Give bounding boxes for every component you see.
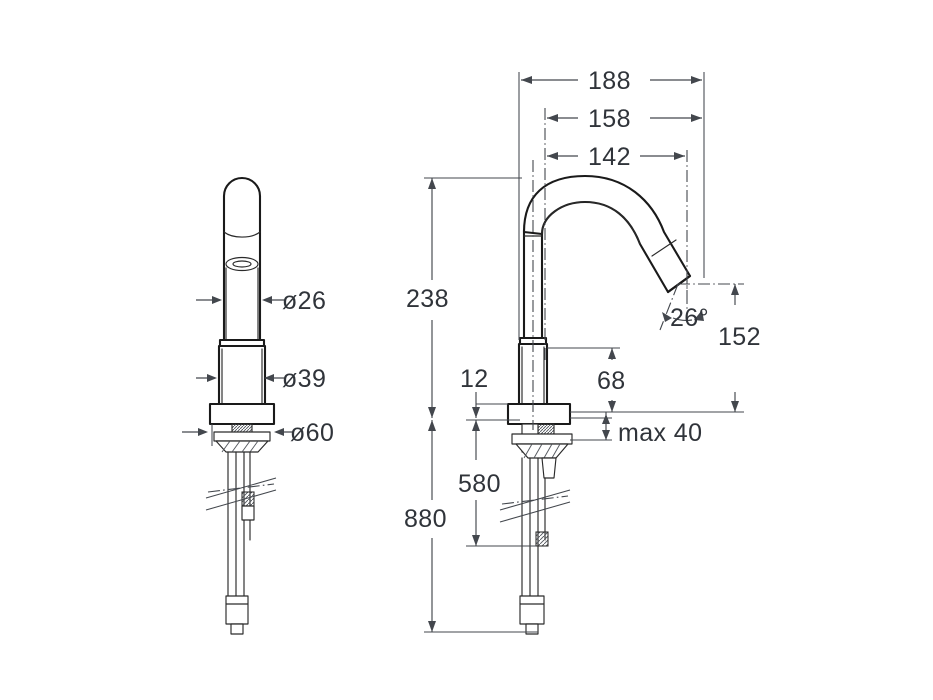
side-hose-connector <box>519 595 545 625</box>
dim-238-arrow-bottom <box>428 407 436 418</box>
front-outlet-ellipse <box>225 256 259 272</box>
front-break-centerline <box>207 483 275 493</box>
front-body-inner-line <box>221 348 263 405</box>
side-break-centerline <box>501 495 569 505</box>
dim-158-label: 158 <box>588 105 631 133</box>
dim-max40-arrow-bottom <box>602 430 610 440</box>
dim-d60-arrow-right <box>274 428 284 436</box>
dim-26deg-arrow-right <box>694 310 704 321</box>
dim-d39-label: ø39 <box>282 365 326 393</box>
dim-d60-label: ø60 <box>290 419 334 447</box>
front-body-column <box>217 344 267 406</box>
dim-158-arrow-right <box>691 114 702 122</box>
front-hose-fitting-cap <box>241 505 255 521</box>
dim-26deg-label: 26° <box>670 304 709 332</box>
front-view-group: ø26 ø39 ø60 <box>182 176 334 635</box>
dim-d26-arrow-left <box>212 296 222 304</box>
side-body-column <box>517 342 549 406</box>
dim-d26-label: ø26 <box>282 287 326 315</box>
horizontal-dimensions-group: 188 158 142 <box>518 67 705 360</box>
front-tube-seam-upper <box>223 231 261 238</box>
front-hose-connector-tip <box>230 623 244 635</box>
dim-d26-arrow-right <box>262 296 272 304</box>
dim-d39-arrow-right <box>264 374 274 382</box>
side-spout-inner-arc <box>541 201 641 245</box>
front-nut-hatching <box>221 440 259 453</box>
side-body-inner <box>521 346 545 405</box>
front-outlet-ellipse-inner <box>232 260 252 268</box>
dim-12-label: 12 <box>460 365 489 393</box>
side-view-group <box>499 160 692 635</box>
side-nut-tail <box>541 457 557 479</box>
dim-d60-arrow-left <box>198 428 208 436</box>
dim-142-label: 142 <box>588 143 631 171</box>
angle-ref-jet <box>659 283 679 331</box>
dim-880-label: 880 <box>404 505 447 533</box>
side-break-line-1 <box>499 489 571 511</box>
dim-26deg-arrow-left <box>662 312 672 322</box>
front-mount-washer <box>213 431 271 442</box>
dim-880-arrow-bottom <box>428 621 436 632</box>
front-hose-connector <box>225 595 249 625</box>
dim-68-arrow-top <box>608 348 616 359</box>
dim-880-arrow-top <box>428 420 436 431</box>
side-break-line-2 <box>499 501 571 523</box>
front-break-line-1 <box>205 477 277 499</box>
dim-max40-label: max 40 <box>618 419 702 447</box>
dim-152-arrow-bottom <box>731 401 739 412</box>
side-outlet-seam <box>651 239 677 257</box>
dim-68-label: 68 <box>597 367 626 395</box>
dim-188-label: 188 <box>588 67 631 95</box>
dim-580-label: 580 <box>458 470 501 498</box>
dim-152-arrow-top <box>731 284 739 295</box>
dim-238-arrow-top <box>428 178 436 189</box>
side-mount-washer <box>511 433 573 445</box>
dim-238-label: 238 <box>406 285 449 313</box>
dim-188-arrow-right <box>691 76 702 84</box>
front-mount-nut <box>215 440 269 453</box>
front-base-flange <box>208 402 276 426</box>
front-break-line-2 <box>205 489 277 511</box>
angle-arc <box>672 317 693 321</box>
vertical-dimensions-group: 238 12 68 152 26° max 40 <box>404 177 761 633</box>
dim-158-arrow-left <box>547 114 558 122</box>
dim-580-arrow-bottom <box>472 535 480 546</box>
side-base-flange <box>506 402 572 426</box>
dim-580-arrow-top <box>472 420 480 431</box>
dim-max40-arrow-top <box>602 414 610 424</box>
dim-d39-arrow-left <box>207 374 217 382</box>
dim-188-arrow-left <box>521 76 532 84</box>
dim-142-arrow-right <box>674 152 685 160</box>
dim-152-label: 152 <box>718 323 761 351</box>
side-nut-hatching <box>523 443 561 459</box>
dim-12-arrow-bottom <box>472 407 480 418</box>
dim-68-arrow-bottom <box>608 401 616 412</box>
dim-142-arrow-left <box>547 152 558 160</box>
side-hose-fitting <box>535 531 549 547</box>
